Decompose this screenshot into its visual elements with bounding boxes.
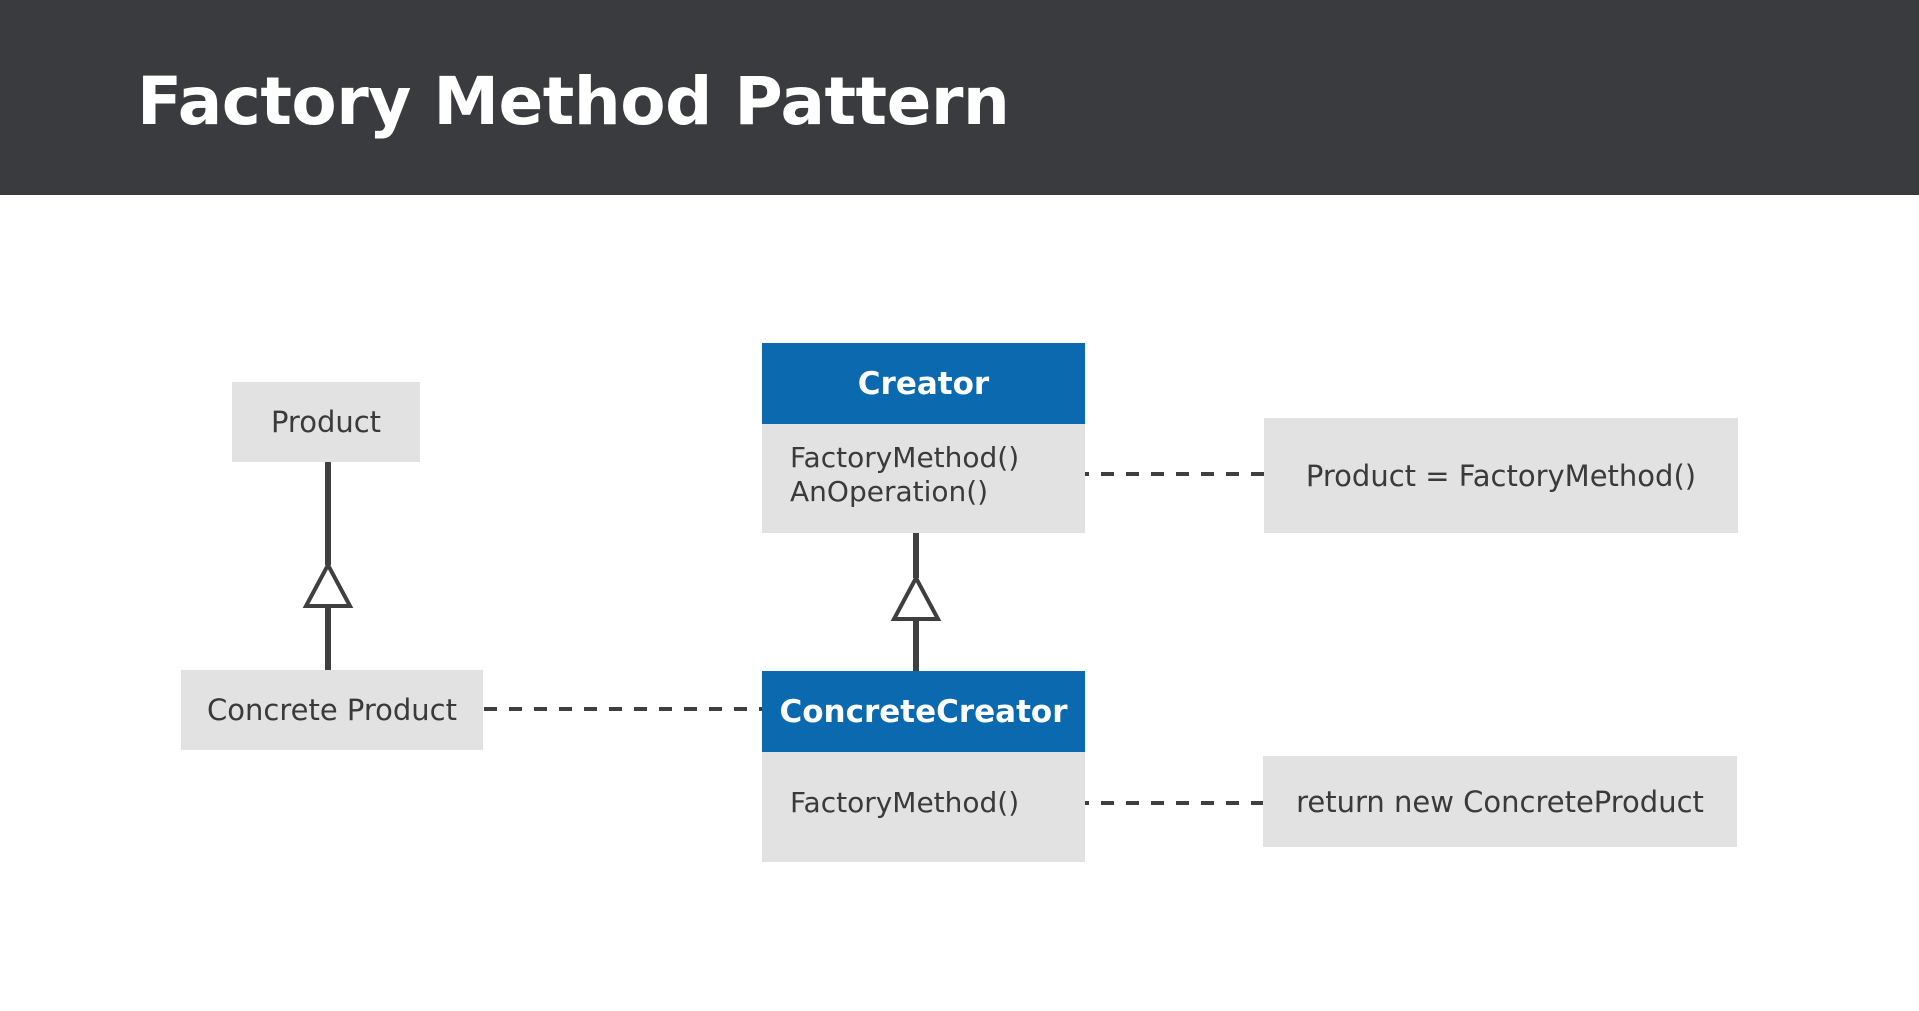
creator-note-text: Product = FactoryMethod() <box>1305 458 1697 493</box>
creator-header: Creator <box>762 343 1085 424</box>
product-label: Product <box>270 405 382 439</box>
creator-method-anoperation: AnOperation() <box>790 475 989 508</box>
concrete-creator-note: return new ConcreteProduct <box>1263 756 1737 847</box>
creator-note: Product = FactoryMethod() <box>1264 418 1738 533</box>
creator-method-factory: FactoryMethod() <box>790 441 1020 474</box>
concrete-product-box: Concrete Product <box>181 670 483 750</box>
concrete-creator-method-factory: FactoryMethod() <box>790 786 1020 819</box>
page-title: Factory Method Pattern <box>137 63 1010 140</box>
concrete-product-label: Concrete Product <box>207 693 457 727</box>
product-inheritance-arrow <box>302 560 354 608</box>
creator-methods: FactoryMethod() AnOperation() <box>762 424 1085 533</box>
concrete-creator-note-text: return new ConcreteProduct <box>1296 784 1704 819</box>
concrete-creator-methods: FactoryMethod() <box>762 752 1085 862</box>
product-box: Product <box>232 382 420 462</box>
concrete-creator-name: ConcreteCreator <box>779 693 1068 730</box>
concrete-creator-header: ConcreteCreator <box>762 671 1085 752</box>
creator-name: Creator <box>857 365 990 402</box>
creator-inheritance-arrow <box>890 573 942 621</box>
title-bar: Factory Method Pattern <box>0 0 1919 195</box>
